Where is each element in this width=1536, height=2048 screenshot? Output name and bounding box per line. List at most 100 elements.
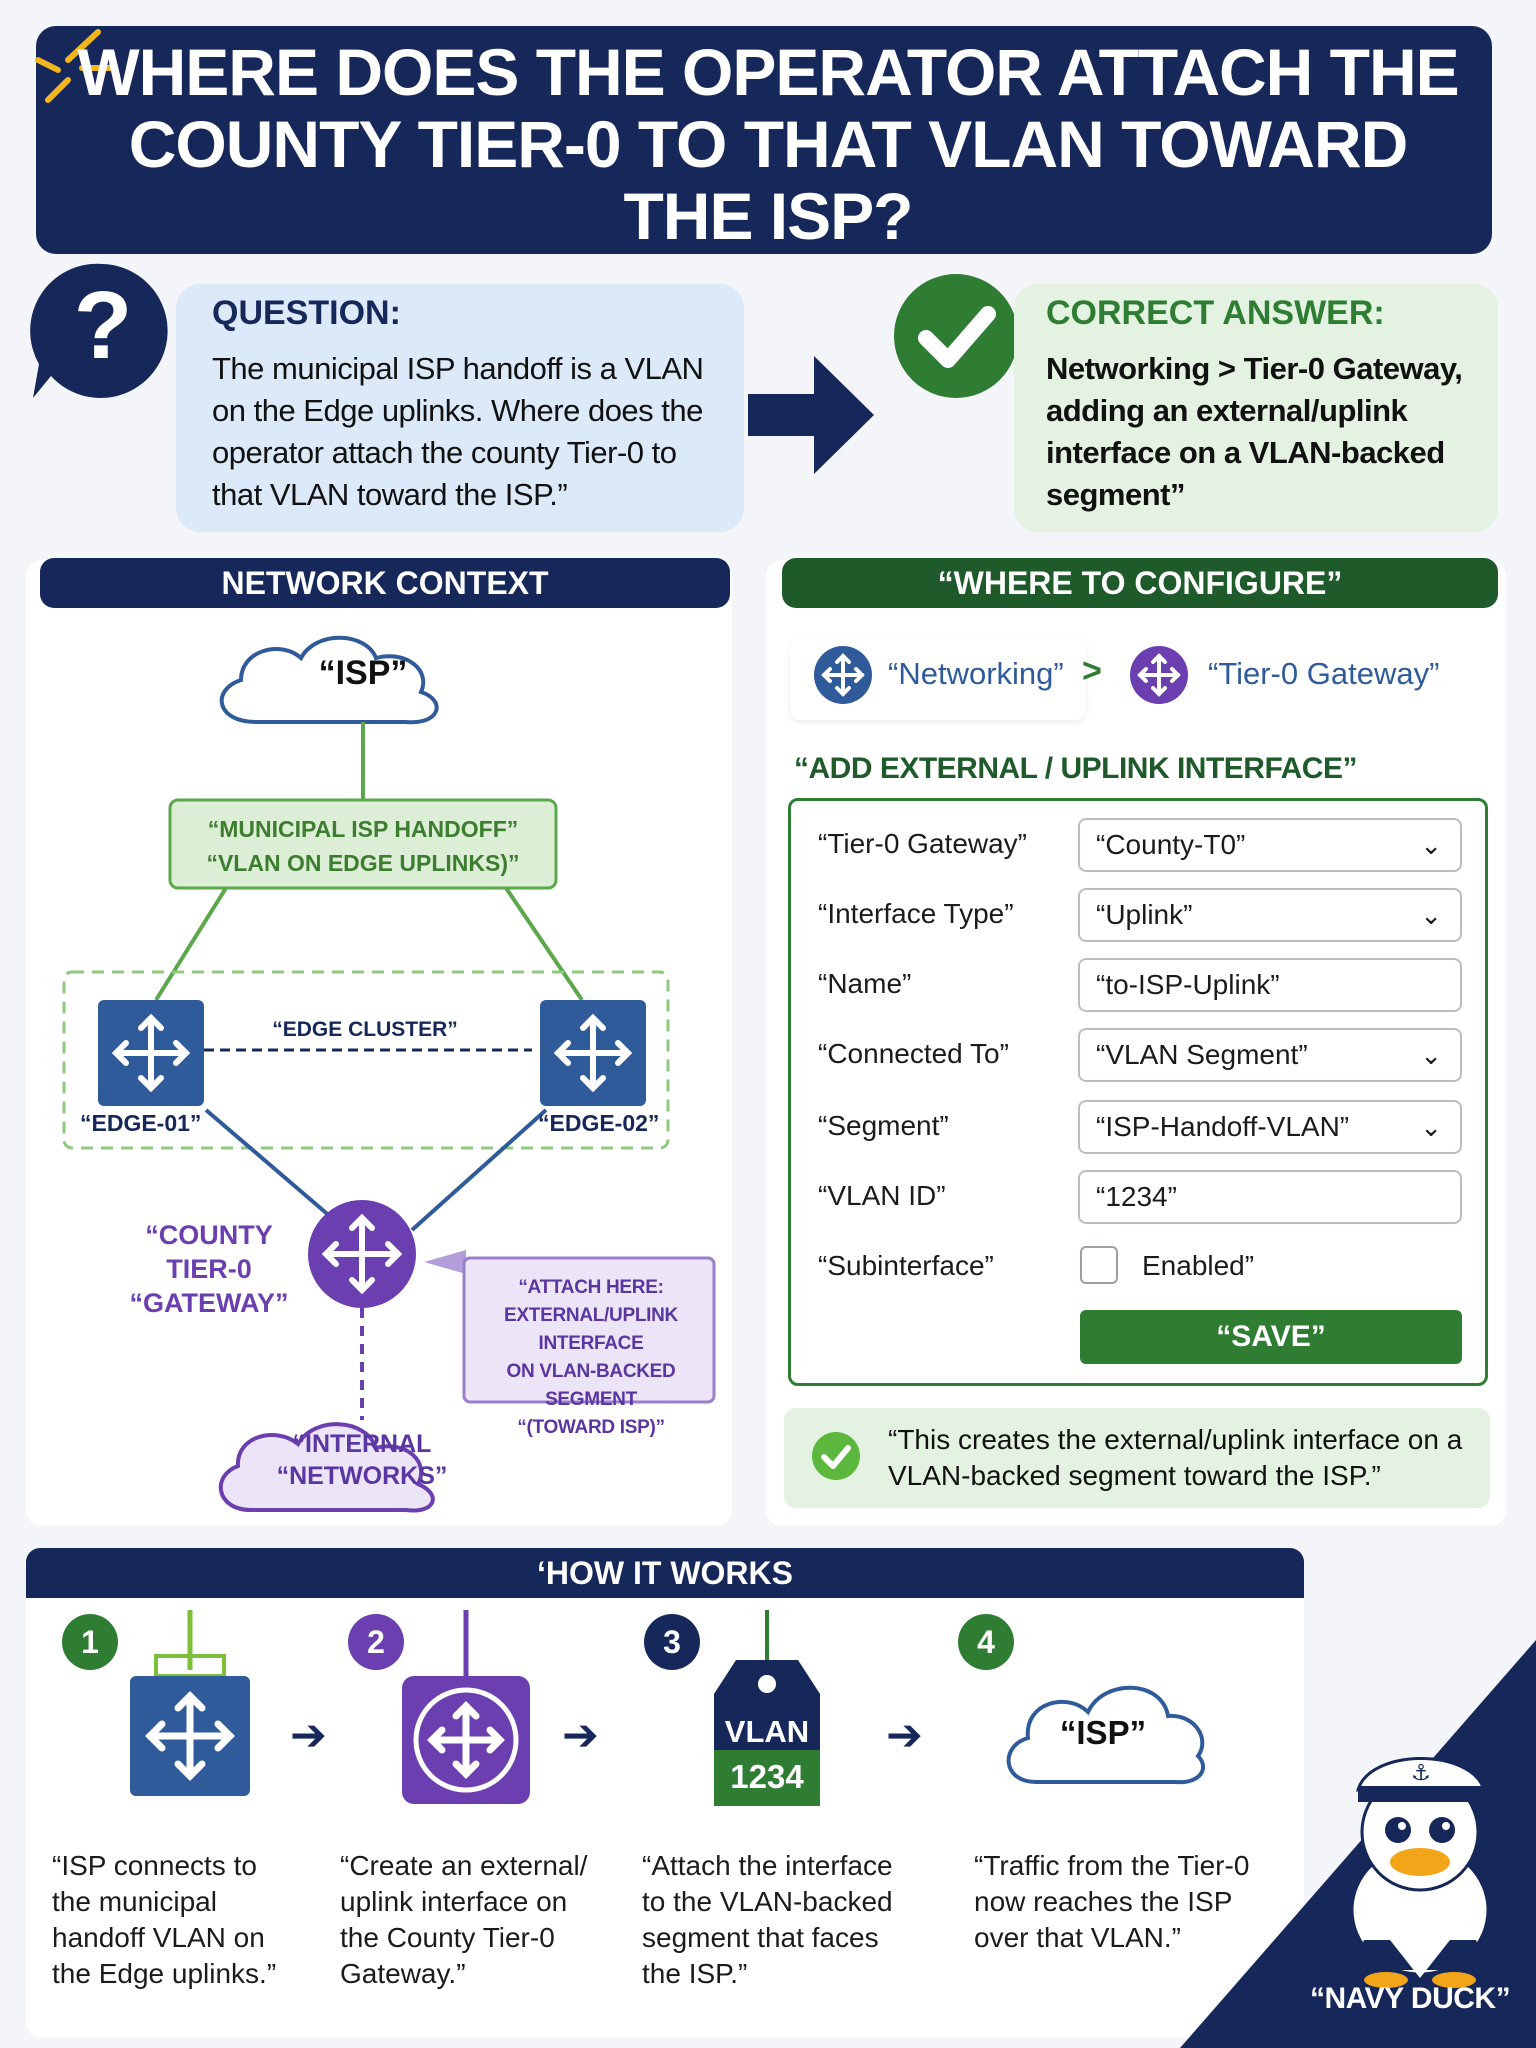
tier0-line-2: TIER-0: [166, 1254, 252, 1284]
isp-cloud-label: “ISP”: [1059, 1714, 1147, 1751]
breadcrumb-networking[interactable]: “Networking”: [888, 656, 1064, 691]
chevron-down-icon: ⌄: [1420, 1112, 1442, 1142]
internal-networks-cloud: [218, 1422, 435, 1513]
answer-text: Networking > Tier-0 Gateway, adding an e…: [1046, 351, 1463, 512]
mascot-label: “NAVY DUCK”: [1310, 1982, 1511, 2015]
question-icon: ?: [30, 263, 168, 398]
answer-box: [1014, 284, 1498, 532]
breadcrumb-chevron-icon: >: [1082, 652, 1102, 690]
field-label-tier0-gateway: “Tier-0 Gateway”: [818, 828, 1028, 859]
isp-cloud-label: “ISP”: [318, 654, 408, 692]
navy-duck-mascot: ⚓: [1180, 1640, 1536, 2048]
handoff-line-1: “MUNICIPAL ISP HANDOFF”: [207, 816, 519, 842]
interface-type-select[interactable]: “Uplink” ⌄: [1078, 888, 1462, 942]
field-label-connected-to: “Connected To”: [818, 1038, 1009, 1069]
step-3-text: “Attach the interface to the VLAN-backed…: [642, 1850, 893, 1989]
duck-icon: ⚓: [1350, 1757, 1490, 1988]
sparkle-icon: [35, 29, 115, 103]
question-text: The municipal ISP handoff is a VLAN on t…: [212, 351, 704, 512]
edge-router-icon: [130, 1610, 250, 1796]
note-box: [784, 1408, 1490, 1508]
field-label-vlan-id: “VLAN ID”: [818, 1180, 946, 1211]
handoff-box: [168, 798, 558, 890]
field-label-name: “Name”: [818, 968, 912, 999]
connected-to-value: “VLAN Segment”: [1096, 1039, 1308, 1070]
attach-line-3: ON VLAN-BACKED SEGMENT: [506, 1361, 676, 1410]
chevron-down-icon: ⌄: [1420, 1040, 1442, 1070]
network-context-header: NETWORK CONTEXT: [40, 558, 730, 608]
arrow-right-icon: [748, 356, 874, 474]
edge-02-label: “EDGE-02”: [538, 1110, 660, 1136]
attach-line-1: “ATTACH HERE:: [518, 1277, 664, 1298]
edge-cluster-box: [62, 970, 670, 1150]
networking-icon: [814, 646, 872, 704]
step-2-number: 2: [348, 1614, 404, 1670]
attach-line-4: “(TOWARD ISP)”: [517, 1417, 665, 1438]
internal-networks-label: “INTERNAL “NETWORKS”: [256, 1428, 468, 1492]
configure-header: “WHERE TO CONFIGURE”: [782, 558, 1498, 608]
internal-line-1: “INTERNAL: [292, 1430, 432, 1458]
tier0-line-3: “GATEWAY”: [129, 1288, 289, 1318]
field-label-subinterface: “Subinterface”: [818, 1250, 994, 1281]
question-label: QUESTION:: [212, 294, 401, 332]
interface-type-value: “Uplink”: [1096, 899, 1193, 930]
question-box: [176, 284, 744, 532]
step-2-text: “Create an external/ uplink interface on…: [340, 1850, 588, 1989]
arrow-right-icon: ➔: [562, 1711, 599, 1760]
handoff-label: “MUNICIPAL ISP HANDOFF” “VLAN ON EDGE UP…: [170, 812, 556, 880]
attach-here-label: “ATTACH HERE: EXTERNAL/UPLINK INTERFACE …: [466, 1274, 716, 1442]
tier0-gateway-value: “County-T0”: [1096, 829, 1246, 860]
network-diagram: [62, 635, 716, 1513]
page-title: WHERE DOES THE OPERATOR ATTACH THE COUNT…: [77, 35, 1459, 253]
tier0-router-icon: [402, 1610, 530, 1804]
edge-02-router-icon: [540, 1000, 646, 1106]
edge-cluster-label: “EDGE CLUSTER”: [270, 1018, 460, 1042]
answer-label: CORRECT ANSWER:: [1046, 294, 1385, 332]
note-text: “This creates the external/uplink interf…: [888, 1424, 1463, 1491]
name-value: “to-ISP-Uplink”: [1096, 969, 1280, 1000]
checkmark-icon: [894, 274, 1018, 398]
tier0-line-1: “COUNTY: [145, 1220, 273, 1250]
field-label-interface-type: “Interface Type”: [818, 898, 1014, 929]
edge-01-label: “EDGE-01”: [80, 1110, 202, 1136]
form-title: “ADD EXTERNAL / UPLINK INTERFACE”: [794, 752, 1357, 785]
tier0-router-icon: [308, 1200, 416, 1308]
svg-text:?: ?: [74, 272, 133, 379]
segment-select[interactable]: “ISP-Handoff-VLAN”⌄: [1078, 1100, 1462, 1154]
vlan-tag-icon: [714, 1610, 820, 1806]
subinterface-checkbox[interactable]: [1080, 1246, 1118, 1284]
edge-01-router-icon: [98, 1000, 204, 1106]
connected-to-select[interactable]: “VLAN Segment” ⌄: [1078, 1028, 1462, 1082]
check-circle-icon: [812, 1432, 860, 1480]
attach-here-box: [462, 1256, 716, 1404]
tier0-gateway-icon: [1130, 646, 1188, 704]
name-input[interactable]: “to-ISP-Uplink”: [1078, 958, 1462, 1012]
tier0-gateway-select[interactable]: “County-T0” ⌄: [1078, 818, 1462, 872]
step-4-text: “Traffic from the Tier-0 now reaches the…: [974, 1850, 1250, 1953]
step-1-number: 1: [62, 1614, 118, 1670]
arrow-right-icon: ➔: [290, 1711, 327, 1760]
vlan-id-value: “1234”: [1096, 1181, 1177, 1212]
internal-line-2: “NETWORKS”: [276, 1462, 448, 1490]
uplink-form: [788, 798, 1488, 1386]
tier0-label: “COUNTY TIER-0 “GATEWAY”: [124, 1218, 294, 1320]
attach-line-2: EXTERNAL/UPLINK INTERFACE: [504, 1305, 678, 1354]
isp-cloud-icon: [1006, 1685, 1205, 1785]
subinterface-enabled-label: Enabled”: [1142, 1250, 1255, 1281]
chevron-down-icon: ⌄: [1420, 900, 1442, 930]
vlan-id-input[interactable]: “1234”: [1078, 1170, 1462, 1224]
isp-cloud: [219, 635, 439, 725]
field-label-segment: “Segment”: [818, 1110, 949, 1141]
arrow-right-icon: ➔: [886, 1711, 923, 1760]
chevron-down-icon: ⌄: [1420, 830, 1442, 860]
step-1-text: “ISP connects to the municipal handoff V…: [52, 1850, 277, 1989]
how-it-works-header: ‘HOW IT WORKS: [26, 1548, 1304, 1598]
save-button[interactable]: “SAVE”: [1080, 1310, 1462, 1364]
vlan-tag-number: 1234: [730, 1758, 804, 1795]
breadcrumb-tier0-gateway[interactable]: “Tier-0 Gateway”: [1208, 656, 1440, 691]
vlan-tag-label: VLAN: [724, 1714, 810, 1749]
handoff-line-2: “VLAN ON EDGE UPLINKS)”: [206, 850, 520, 876]
title-banner: [36, 26, 1492, 254]
step-3-number: 3: [644, 1614, 700, 1670]
svg-text:⚓: ⚓: [1411, 1761, 1431, 1786]
